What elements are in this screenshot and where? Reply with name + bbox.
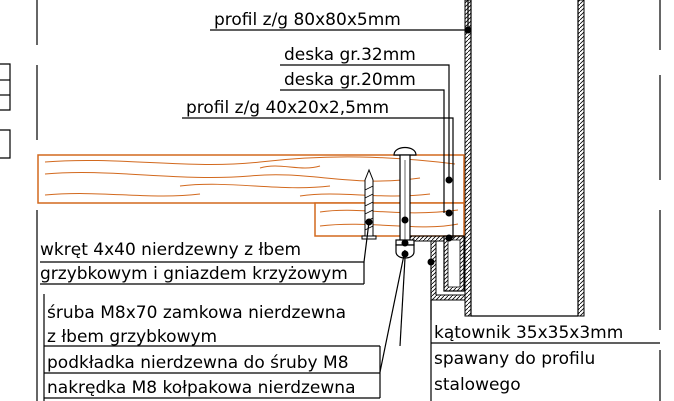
label-board-20: deska gr.20mm [284,70,416,90]
label-washer: podkładka nierdzewna do śruby M8 [47,353,349,373]
leader-lines [40,0,660,401]
steel-profile-40-section [443,235,465,292]
label-bolt-line1: śruba M8x70 zamkowa nierdzewna [47,303,346,323]
left-edge-fragment [0,0,38,401]
label-nut: nakrędka M8 kołpakowa nierdzewna [47,378,356,398]
label-angle-line3: stalowego [434,375,521,395]
label-screw-line1: wkręt 4x40 nierdzewny z łbem [40,240,301,260]
board-32mm [37,154,465,204]
label-bolt-line2: z łbem grzybkowym [47,327,217,347]
label-angle-line2: spawany do profilu [434,349,595,369]
label-profile-40: profil z/g 40x20x2,5mm [186,98,389,118]
label-board-32: deska gr.32mm [284,45,416,65]
label-angle-line1: kątownik 35x35x3mm [434,323,623,343]
steel-profile-80-section [464,0,661,401]
label-screw-line2: grzybkowym i gniazdem krzyżowym [40,264,348,284]
label-profile-80: profil z/g 80x80x5mm [214,10,401,30]
board-20mm [314,202,465,237]
